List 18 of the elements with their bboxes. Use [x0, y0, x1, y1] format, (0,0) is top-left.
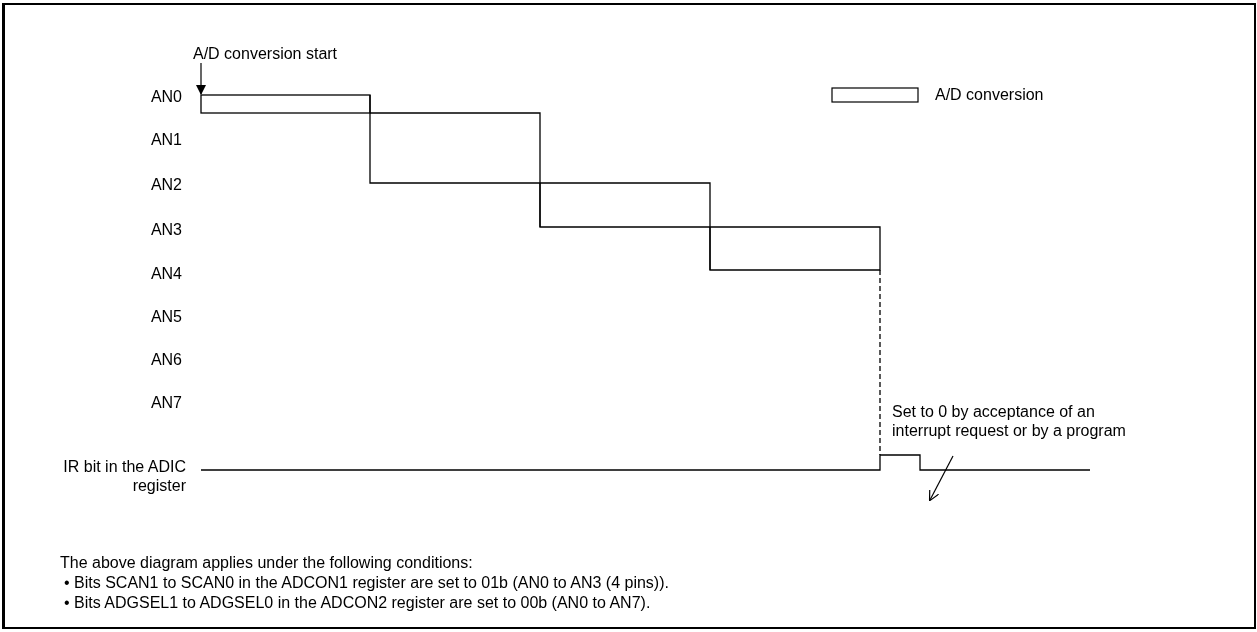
- leader-arrow: [928, 455, 954, 502]
- annotation-text: Set to 0 by acceptance of an interrupt request or by a program: [892, 402, 1154, 440]
- conversion-bar: [200, 94, 371, 114]
- leader-arrow: [196, 62, 206, 95]
- condition-text: • Bits SCAN1 to SCAN0 in the ADCON1 register are set to 01b (AN0 to AN3 (4 pins)).: [64, 573, 669, 593]
- channel-label: AN1: [150, 130, 182, 149]
- signal-label: IR bit in the ADIC register: [62, 457, 186, 495]
- annotation-text: A/D conversion start: [193, 44, 338, 63]
- channel-label: AN5: [150, 307, 182, 326]
- channel-label: AN6: [150, 350, 182, 369]
- legend-label: A/D conversion: [935, 85, 1044, 104]
- channel-label: AN7: [150, 393, 182, 412]
- channel-label: AN0: [150, 87, 182, 106]
- channel-label: AN3: [150, 220, 182, 239]
- note-text: The above diagram applies under the following conditions:: [60, 553, 473, 572]
- channel-label: AN4: [150, 264, 182, 283]
- condition-text: • Bits ADGSEL1 to ADGSEL0 in the ADCON2 register are set to 00b (AN0 to AN7).: [64, 593, 652, 613]
- channel-label: AN2: [150, 175, 182, 194]
